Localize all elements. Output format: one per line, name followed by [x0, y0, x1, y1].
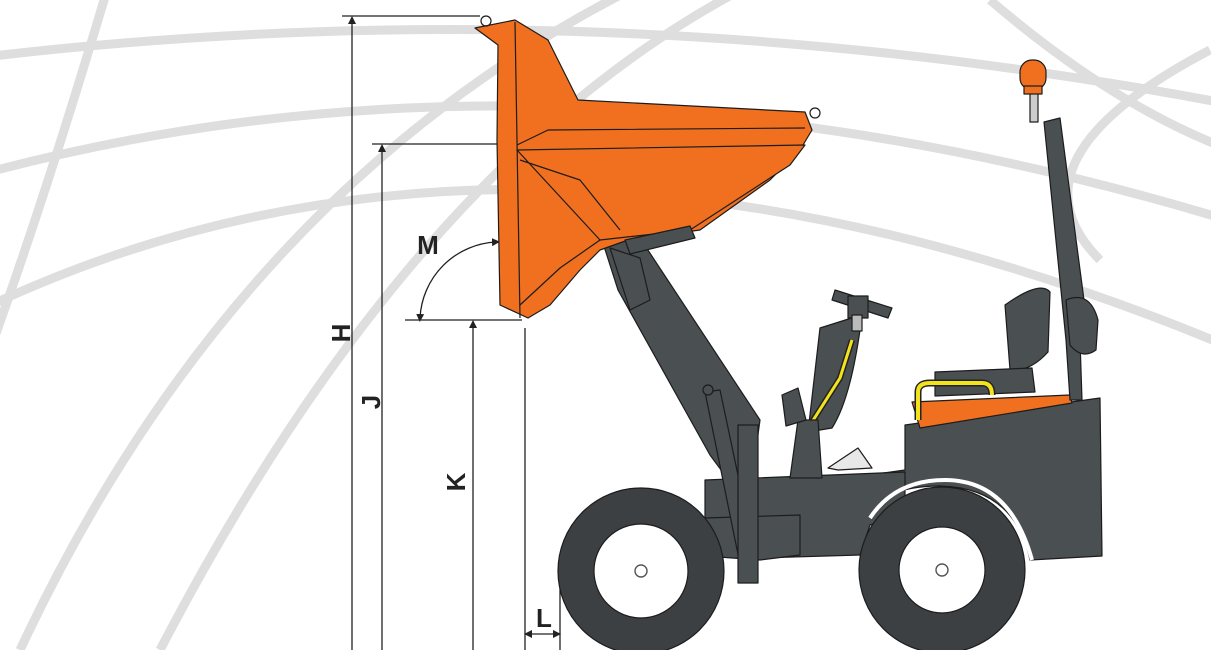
rops-bracket — [1065, 296, 1099, 355]
dimension-label-m: M — [417, 230, 439, 260]
bucket-link — [624, 225, 696, 255]
pedal — [827, 447, 873, 471]
dimension-label-j: J — [356, 395, 386, 409]
rear-mudguard — [868, 478, 1034, 561]
dimension-lines — [342, 15, 561, 650]
dimension-label-h: H — [326, 324, 356, 343]
dumper-machine — [474, 15, 1103, 650]
rear-wheel — [858, 486, 1026, 650]
beacon-light-icon — [1019, 59, 1047, 123]
dump-bucket — [474, 15, 821, 319]
steering-wheel-icon — [831, 289, 893, 332]
dimension-label-k: K — [441, 472, 471, 491]
front-wheel — [557, 487, 725, 650]
dimension-label-l: L — [536, 603, 552, 633]
dashboard-post — [789, 419, 823, 479]
seat-icon — [934, 287, 1051, 397]
